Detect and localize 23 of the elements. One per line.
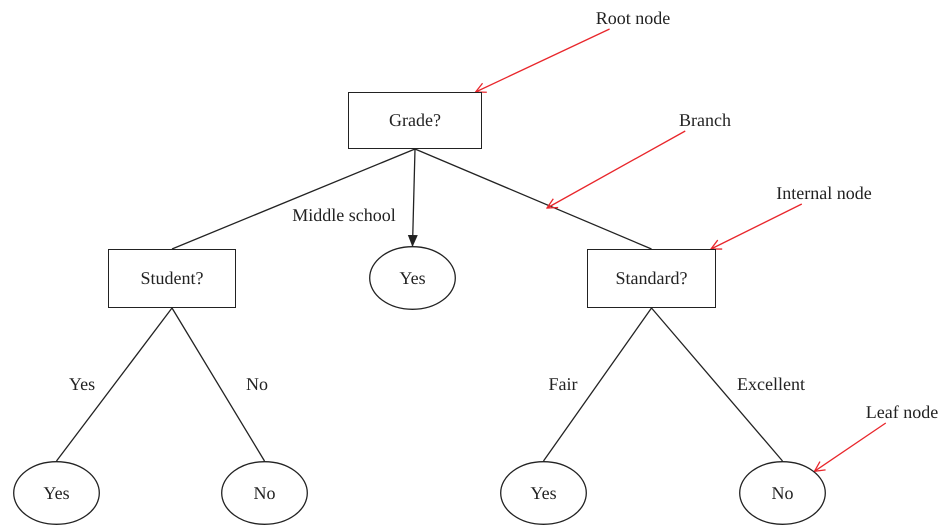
branch-line xyxy=(56,308,173,462)
leaf-node-ellipse: Yes xyxy=(369,246,456,310)
decision-box: Student? xyxy=(108,249,236,308)
branch-line xyxy=(414,148,652,250)
decision-box: Standard? xyxy=(587,249,716,308)
branch-line xyxy=(172,148,416,250)
callout-text: Root node xyxy=(586,7,680,29)
leaf-node-ellipse: Yes xyxy=(13,461,100,525)
arrow xyxy=(408,148,418,247)
branch-line xyxy=(542,308,652,462)
callout-text: Leaf node xyxy=(860,401,944,423)
branch-line xyxy=(651,308,783,462)
leader-line xyxy=(474,28,610,93)
leader-line xyxy=(814,422,886,472)
leaf-node-ellipse: No xyxy=(739,461,826,525)
callout-text: Branch xyxy=(672,109,738,131)
callout-text: Internal node xyxy=(762,182,886,204)
leaf-node-ellipse: No xyxy=(221,461,308,525)
leader-line xyxy=(546,130,686,209)
leaf-node-ellipse: Yes xyxy=(500,461,587,525)
leader-line xyxy=(710,203,802,250)
branch-line xyxy=(171,308,266,462)
decision-box: Grade? xyxy=(348,92,482,149)
